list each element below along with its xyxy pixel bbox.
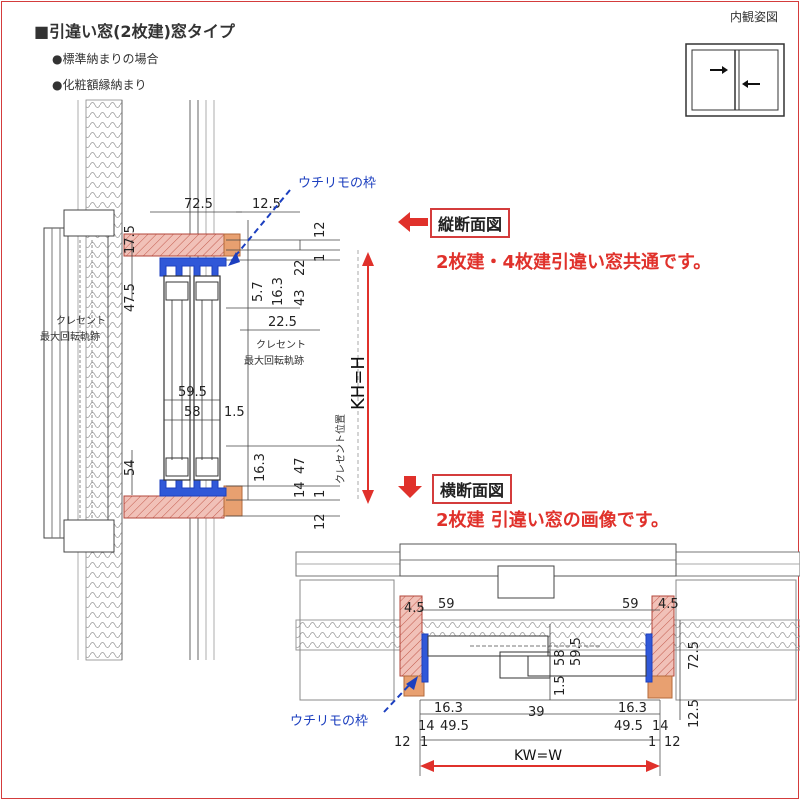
- dim-h-12-right: 12: [664, 735, 681, 750]
- uchirimo-label-bottom: ウチリモの枠: [290, 714, 369, 729]
- interior-view-thumbnail: [685, 43, 785, 117]
- horizontal-section-note: 2枚建 引違い窓の画像です。: [436, 510, 669, 531]
- crescent-mid-2: 最大回転軌跡: [244, 354, 304, 367]
- dim-v-1b: 1: [313, 490, 328, 498]
- interior-view-label: 内観姿図: [729, 10, 778, 24]
- dim-h-4-5-left: 4.5: [404, 601, 425, 616]
- dim-v-59-5: 59.5: [178, 385, 207, 400]
- dim-h-58: 58: [553, 649, 568, 666]
- dim-h-1-5: 1.5: [553, 675, 568, 696]
- bullet-casing: ●化粧額縁納まり: [52, 78, 147, 92]
- vertical-section-drawing: [43, 99, 359, 661]
- page-title: ■引違い窓(2枚建)窓タイプ: [34, 22, 235, 41]
- vertical-section-note: 2枚建・4枚建引違い窓共通です。: [436, 252, 712, 273]
- dim-v-5-7: 5.7: [251, 281, 266, 302]
- dim-h-49-5-left: 49.5: [440, 719, 469, 734]
- dim-h-1-left: 1: [420, 735, 428, 750]
- dim-v-12b: 12: [313, 513, 328, 530]
- crescent-mid-1: クレセント: [256, 339, 306, 351]
- horizontal-section-drawing: [295, 543, 800, 776]
- dim-h-59-right: 59: [622, 597, 639, 612]
- dim-v-58: 58: [184, 405, 201, 420]
- dim-v-17-5: 17.5: [123, 225, 138, 254]
- vertical-label-arrow: [398, 212, 428, 232]
- dim-v-22-5: 22.5: [268, 315, 297, 330]
- horizontal-section-label: 横断面図: [432, 474, 513, 504]
- dim-v-72-5: 72.5: [184, 197, 213, 212]
- dim-h-16-3-right: 16.3: [618, 701, 647, 716]
- kw-label: KW=W: [514, 748, 562, 764]
- horizontal-label-arrow: [398, 476, 422, 498]
- dim-v-47: 47: [293, 457, 308, 474]
- uchirimo-label-top: ウチリモの枠: [298, 176, 377, 191]
- dim-v-43: 43: [293, 289, 308, 306]
- dim-v-14: 14: [293, 481, 308, 498]
- vertical-section-label: 縦断面図: [430, 208, 511, 238]
- dim-h-39: 39: [528, 705, 545, 720]
- dim-h-72-5: 72.5: [687, 641, 702, 670]
- dim-v-1: 1: [313, 254, 328, 262]
- dim-h-59-left: 59: [438, 597, 455, 612]
- dim-h-14-right: 14: [652, 719, 669, 734]
- dim-h-14-left: 14: [418, 719, 435, 734]
- dim-h-4-5-right: 4.5: [658, 597, 679, 612]
- dim-v-1-5: 1.5: [224, 405, 245, 420]
- crescent-left-1: クレセント: [56, 315, 106, 327]
- dim-h-59-5: 59.5: [569, 637, 584, 666]
- dim-h-12-left: 12: [394, 735, 411, 750]
- dim-v-54: 54: [123, 459, 138, 476]
- dim-h-12-5: 12.5: [687, 699, 702, 728]
- crescent-position: クレセント位置: [334, 414, 347, 484]
- kh-dimension-arrow: [362, 252, 374, 504]
- bullet-standard: ●標準納まりの場合: [52, 52, 159, 66]
- dim-h-49-5-right: 49.5: [614, 719, 643, 734]
- dim-h-1-right: 1: [648, 735, 656, 750]
- dim-v-47-5: 47.5: [123, 283, 138, 312]
- dim-v-12-5: 12.5: [252, 197, 281, 212]
- dim-v-12: 12: [313, 221, 328, 238]
- dim-v-16-3: 16.3: [271, 277, 286, 306]
- crescent-left-2: 最大回転軌跡: [40, 330, 100, 343]
- dim-h-16-3-left: 16.3: [434, 701, 463, 716]
- kh-label: KH=H: [348, 356, 369, 410]
- dim-v-16-3b: 16.3: [253, 453, 268, 482]
- dim-v-22: 22: [293, 259, 308, 276]
